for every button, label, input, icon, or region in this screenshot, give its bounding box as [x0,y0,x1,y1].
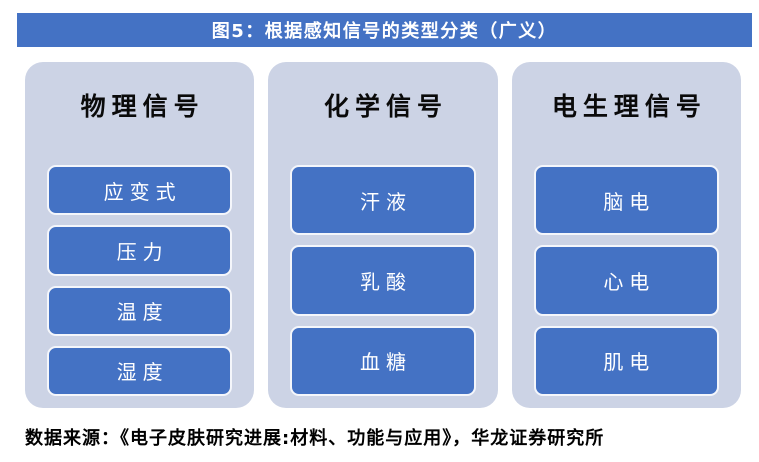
panel-physical-signals: 物理信号 应变式 压力 温度 湿度 [25,62,255,408]
signal-item-humidity: 湿度 [47,345,233,396]
panel-electrophysiological-signals: 电生理信号 脑电 心电 肌电 [511,62,741,408]
data-source-note: 数据来源：《电子皮肤研究进展:材料、功能与应用》，华龙证券研究所 [25,428,605,449]
figure-title-bar: 图5：根据感知信号的类型分类（广义） [17,13,752,47]
panel-body-physical: 应变式 压力 温度 湿度 [25,148,254,408]
panel-body-electrophysiological: 脑电 心电 肌电 [512,148,741,408]
signal-columns: 物理信号 应变式 压力 温度 湿度 化学信号 汗液 乳酸 血糖 电生理信号 脑电… [25,62,741,408]
signal-item-temperature: 温度 [47,285,233,336]
signal-item-sweat: 汗液 [290,165,476,236]
panel-body-chemical: 汗液 乳酸 血糖 [268,148,497,408]
signal-item-glucose: 血糖 [290,325,476,396]
panel-header-physical: 物理信号 [80,92,205,121]
figure-title: 图5：根据感知信号的类型分类（广义） [211,21,558,42]
signal-item-emg: 肌电 [533,325,719,396]
signal-item-eeg: 脑电 [533,165,719,236]
panel-header-chemical: 化学信号 [323,92,448,121]
signal-item-lactate: 乳酸 [290,245,476,316]
signal-item-ecg: 心电 [533,245,719,316]
panel-header-electrophysiological: 电生理信号 [551,92,707,121]
signal-item-strain: 应变式 [47,165,233,216]
signal-item-pressure: 压力 [47,225,233,276]
panel-chemical-signals: 化学信号 汗液 乳酸 血糖 [268,62,498,408]
